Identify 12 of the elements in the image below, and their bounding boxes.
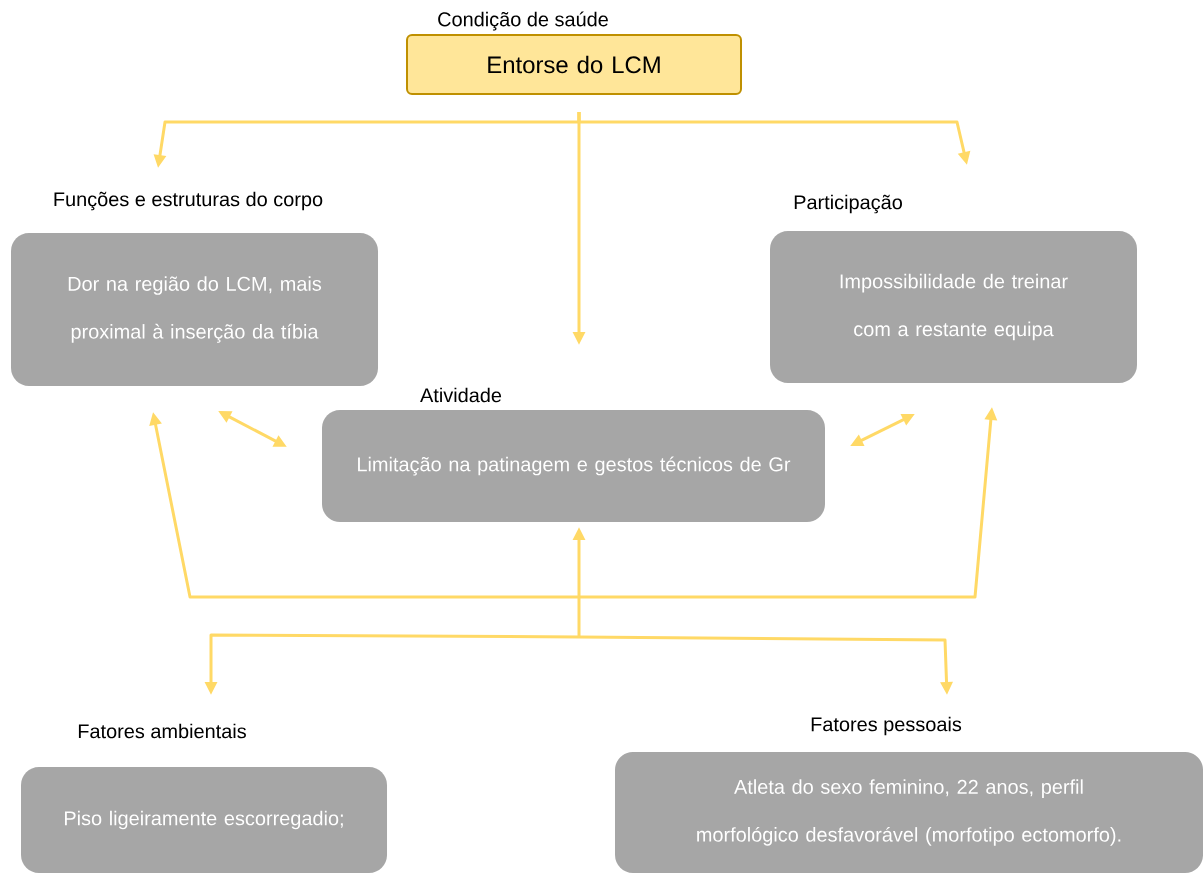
heading: Fatores pessoais: [811, 716, 962, 736]
process-box: Dor na região do LCM, mais proximal à inserção da tíbia: [11, 233, 378, 386]
process-box: Atleta do sexo feminino, 22 anos, perfil morfológico desfavorável (morfotipo ectomorfo).: [615, 752, 1203, 873]
heading: Funções e estruturas do corpo: [54, 191, 323, 211]
heading: Atividade: [420, 387, 502, 403]
heading: Participação: [794, 194, 902, 214]
heading: Condição de saúde: [438, 11, 608, 31]
process-box: Entorse do LCM: [406, 34, 742, 95]
heading: Fatores ambientais: [78, 723, 246, 739]
process-box: Piso ligeiramente escorregadio;: [21, 767, 387, 873]
process-box: Impossibilidade de treinar com a restante equipa: [770, 231, 1137, 383]
process-box: Limitação na patinagem e gestos técnicos de Gr: [322, 410, 825, 522]
